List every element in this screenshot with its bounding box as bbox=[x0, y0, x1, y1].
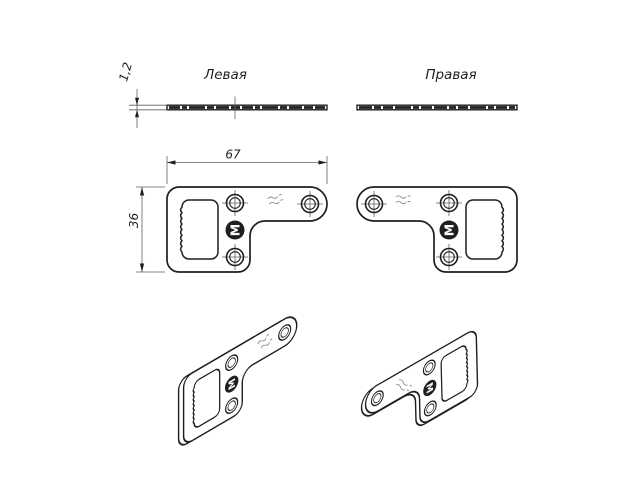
side-view-left bbox=[166, 96, 328, 119]
dim-height-label: 36 bbox=[127, 213, 141, 229]
logo-circle bbox=[423, 379, 437, 397]
logo-badge-front-left: M bbox=[225, 220, 245, 240]
dim-thickness-arrow-bottom bbox=[135, 109, 139, 118]
dim-thickness-label: 1,2 bbox=[116, 61, 135, 83]
front-view-right bbox=[356, 186, 518, 273]
dim-height-arrow-bottom bbox=[139, 263, 145, 272]
logo-letter: M bbox=[424, 381, 434, 396]
iso-view-left: M bbox=[177, 311, 298, 450]
dim-width-arrow-left bbox=[167, 160, 176, 165]
side-view-right bbox=[356, 104, 518, 111]
logo-badge-front-right: M bbox=[439, 220, 459, 240]
title-left: Левая bbox=[203, 67, 247, 83]
logo-badge-iso-left: M bbox=[224, 375, 239, 393]
front-view-left bbox=[166, 186, 328, 273]
plate-cutout-left bbox=[179, 199, 219, 260]
iso-view-right: M bbox=[360, 327, 479, 461]
dim-thickness: 1,2 bbox=[116, 61, 166, 128]
dim-width-label: 67 bbox=[225, 148, 241, 162]
logo-badge-iso-right: M bbox=[423, 379, 437, 397]
dim-thickness-arrow-top bbox=[135, 97, 139, 106]
logo-letter: M bbox=[228, 224, 243, 236]
dim-width-arrow-right bbox=[318, 160, 327, 165]
plate-cutout-right bbox=[465, 199, 505, 260]
dim-width: 67 bbox=[166, 148, 328, 184]
dim-height-arrow-top bbox=[139, 187, 145, 196]
logo-circle bbox=[439, 220, 459, 240]
logo-letter: M bbox=[228, 376, 238, 392]
title-right: Правая bbox=[425, 67, 476, 83]
logo-circle bbox=[224, 375, 239, 393]
logo-letter: M bbox=[442, 224, 457, 236]
logo-circle bbox=[225, 220, 245, 240]
dim-height: 36 bbox=[127, 186, 165, 273]
